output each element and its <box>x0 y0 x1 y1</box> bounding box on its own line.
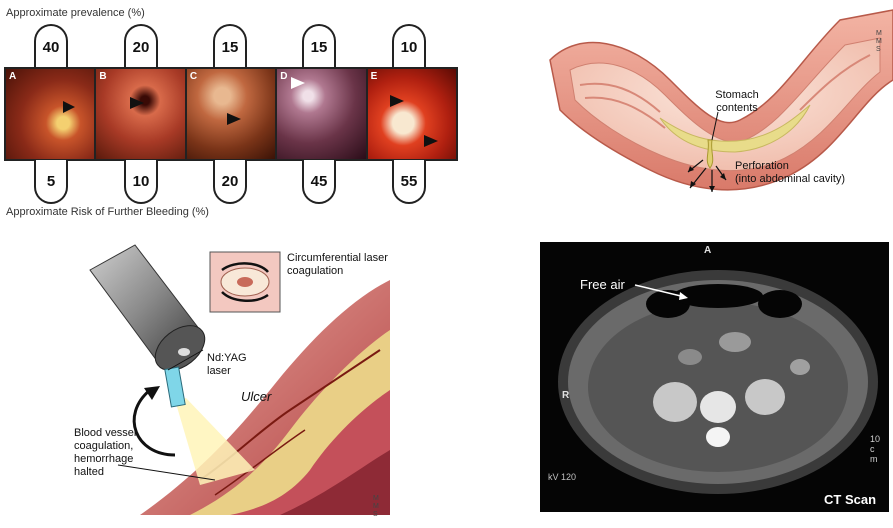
arrowhead-icon <box>63 101 75 113</box>
panel-letter: B <box>99 71 107 82</box>
prevalence-value-a: 40 <box>34 24 68 68</box>
risk-value-b: 10 <box>124 160 158 204</box>
arrowhead-icon <box>226 113 241 125</box>
free-air-label: Free air <box>580 277 625 292</box>
stomach-contents-label: Stomach contents <box>715 89 759 114</box>
prevalence-caption: Approximate prevalence (%) <box>6 7 145 19</box>
ct-scan-image: A R Free air 10 c m kV 120 CT Scan <box>540 242 889 512</box>
endoscopy-photo-b: B <box>96 69 187 159</box>
prevalence-value-b: 20 <box>124 24 158 68</box>
mms-seal: MMS <box>373 495 379 518</box>
panel-letter: C <box>189 71 198 82</box>
ulcer-label: Ulcer <box>241 389 272 404</box>
ct-scan-caption: CT Scan <box>824 492 877 507</box>
ct-marker-a: A <box>704 245 712 256</box>
mms-seal: MMS <box>876 30 882 53</box>
perforation-sub-label: (into abdominal cavity) <box>735 173 846 185</box>
laser-drawing <box>89 244 390 515</box>
arrowhead-icon <box>423 135 438 147</box>
endoscopy-photo-a: A <box>6 69 97 159</box>
ndyag-laser-label: Nd:YAG laser <box>207 352 247 377</box>
panel-letter: E <box>370 71 378 82</box>
risk-value-e: 55 <box>392 160 426 204</box>
panel-letter: D <box>280 71 288 82</box>
prevalence-value-d: 15 <box>302 24 336 68</box>
arrowhead-icon <box>389 95 404 107</box>
risk-value-c: 20 <box>213 160 247 204</box>
ct-scan-drawing <box>558 270 878 494</box>
arrowhead-icon <box>130 97 145 109</box>
endoscopy-photo-e: E <box>367 69 457 159</box>
risk-value-a: 5 <box>34 160 68 204</box>
risk-caption: Approximate Risk of Further Bleeding (%) <box>6 206 209 218</box>
arrowhead-icon <box>291 77 306 89</box>
prevalence-value-e: 10 <box>392 24 426 68</box>
vessel-coagulation-label: Blood vessel coagulation, hemorrhage hal… <box>74 427 137 478</box>
endoscopy-photo-strip: A B C D E <box>4 67 458 161</box>
ct-marker-r: R <box>562 390 570 401</box>
circumferential-laser-label: Circumferential laser coagulation <box>287 252 388 277</box>
perforation-label: Perforation <box>735 160 789 172</box>
endoscopy-photo-c: C <box>186 69 278 159</box>
ct-kv-text: kV 120 <box>548 472 577 482</box>
ct-side-text: 10 c m <box>870 434 881 464</box>
endoscopy-photo-d: D <box>277 69 368 159</box>
risk-value-d: 45 <box>302 160 336 204</box>
stomach-drawing <box>549 9 893 192</box>
panel-letter: A <box>9 71 17 82</box>
prevalence-value-c: 15 <box>213 24 247 68</box>
